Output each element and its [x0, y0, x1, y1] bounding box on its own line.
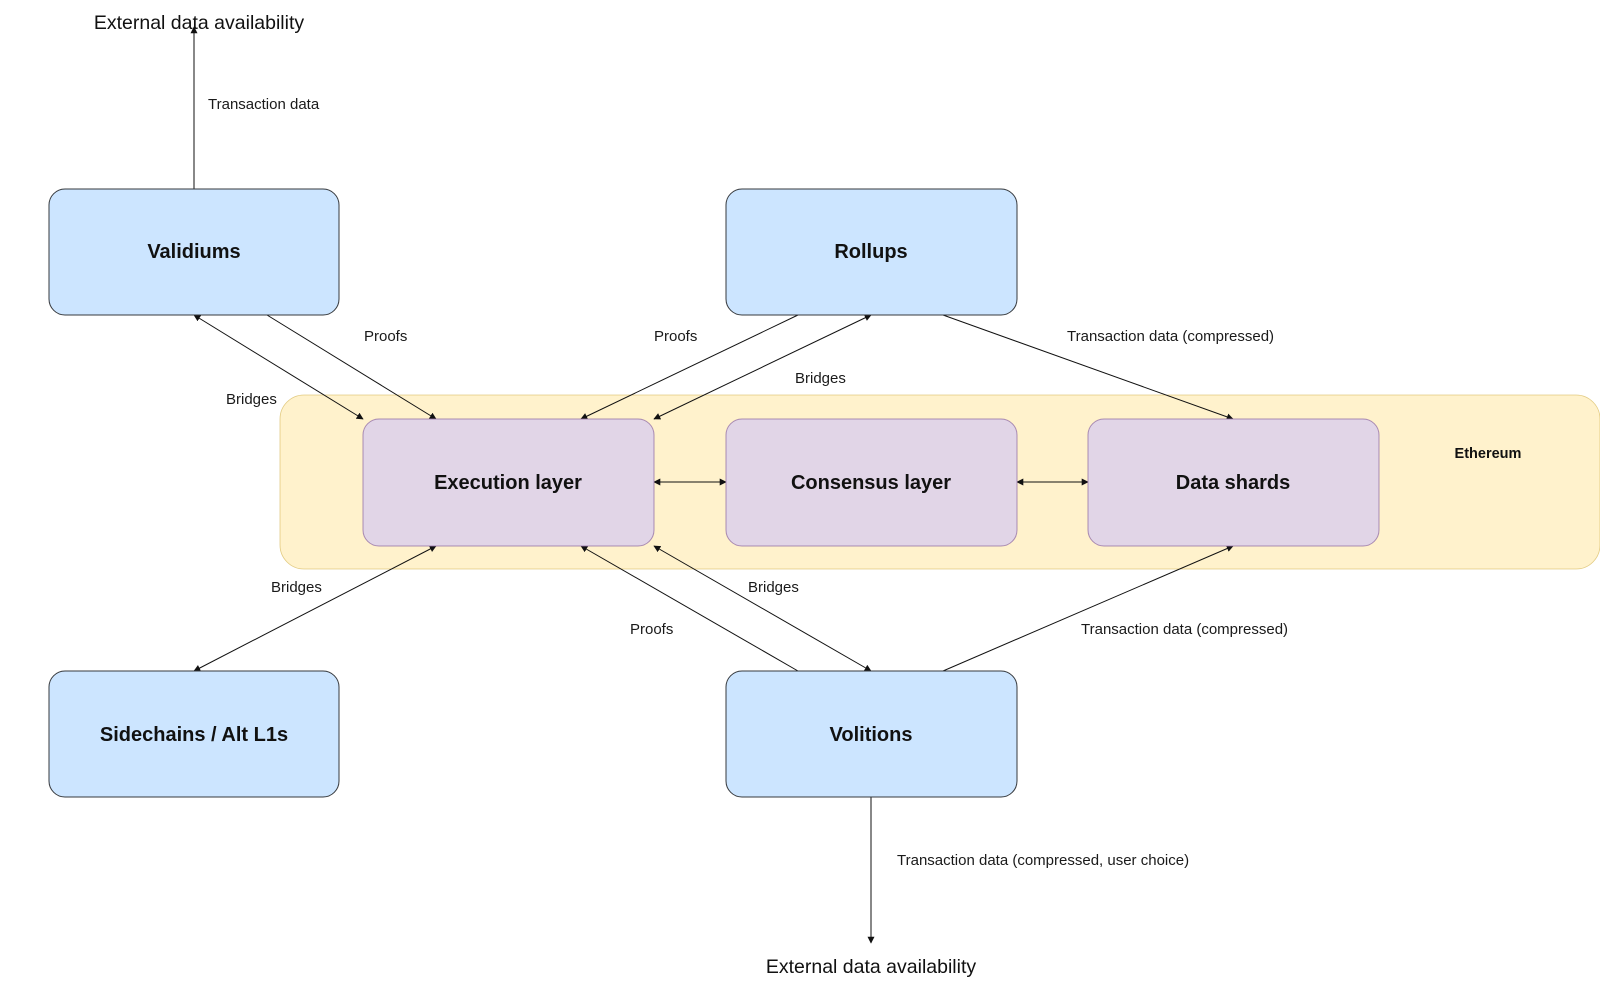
sidechain-bridges-label: Bridges — [271, 579, 322, 596]
node-consensus-layer[interactable]: Consensus layer — [725, 418, 1018, 547]
consensus-layer-box[interactable] — [725, 418, 1018, 547]
rollup-tx-edge — [942, 314, 1234, 421]
volition-tx-label: Transaction data (compressed) — [1081, 621, 1288, 638]
rollups-box[interactable] — [725, 188, 1018, 316]
rollup-bridges-label: Bridges — [795, 370, 846, 387]
validium-bridges-edge — [193, 314, 364, 420]
node-rollups[interactable]: Rollups — [725, 188, 1018, 316]
node-sidechains[interactable]: Sidechains / Alt L1s — [48, 670, 340, 798]
validiums-label: Validiums — [147, 241, 240, 263]
data-shards-box[interactable] — [1087, 418, 1380, 547]
node-data-shards[interactable]: Data shards — [1087, 418, 1380, 547]
node-validiums[interactable]: Validiums — [48, 188, 340, 316]
sidechains-box[interactable] — [48, 670, 340, 798]
validiums-box[interactable] — [48, 188, 340, 316]
edge-labels: Transaction data Proofs Bridges Proofs B… — [208, 96, 1288, 869]
rollups-label: Rollups — [834, 241, 907, 263]
volition-proofs-label: Proofs — [630, 621, 673, 638]
consensus-layer-label: Consensus layer — [791, 472, 951, 494]
data-shards-label: Data shards — [1176, 472, 1291, 494]
volition-external-label: Transaction data (compressed, user choic… — [897, 852, 1189, 869]
node-execution-layer[interactable]: Execution layer — [362, 418, 655, 547]
external-data-top-label: External data availability — [94, 12, 305, 34]
validium-proofs-edge — [266, 314, 437, 420]
rollup-tx-label: Transaction data (compressed) — [1067, 328, 1274, 345]
ethereum-label: Ethereum — [1455, 446, 1522, 462]
validium-bridges-label: Bridges — [226, 391, 277, 408]
rollup-proofs-label: Proofs — [654, 328, 697, 345]
execution-layer-label: Execution layer — [434, 472, 582, 494]
execution-layer-box[interactable] — [362, 418, 655, 547]
volition-bridges-label: Bridges — [748, 579, 799, 596]
edges — [190, 26, 1234, 944]
volitions-box[interactable] — [725, 670, 1018, 798]
validium-tx-label: Transaction data — [208, 96, 320, 113]
volitions-label: Volitions — [830, 724, 913, 746]
volition-bridges-edge — [653, 545, 872, 672]
validium-proofs-label: Proofs — [364, 328, 407, 345]
sidechain-bridges-edge — [193, 545, 437, 672]
node-volitions[interactable]: Volitions — [725, 670, 1018, 798]
sidechains-label: Sidechains / Alt L1s — [100, 724, 288, 746]
external-data-bottom-label: External data availability — [766, 956, 977, 978]
rollup-bridges-edge — [653, 314, 872, 420]
volition-tx-edge — [942, 545, 1234, 672]
